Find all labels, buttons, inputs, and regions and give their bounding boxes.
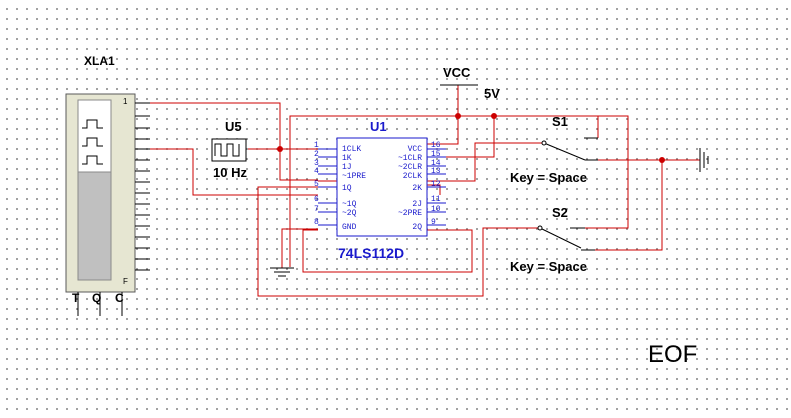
wire-s2-common (257, 186, 540, 297)
junctions (277, 113, 665, 163)
ground-symbol-right (699, 148, 709, 172)
chip-right-pins (427, 148, 446, 226)
wire-clr (427, 116, 495, 158)
wires (135, 85, 700, 297)
chip-pin-num: 2 (314, 150, 319, 159)
chip-pin-num: 8 (314, 218, 319, 227)
vcc-source[interactable]: VCC 5V (440, 65, 500, 101)
waveform-icon (82, 119, 103, 129)
chip-pin-num: 5 (314, 180, 319, 189)
analyzer-pins (77, 102, 150, 316)
chip-pin-name: ~2CLR (398, 163, 422, 172)
analyzer-ref: XLA1 (84, 54, 115, 68)
switch-s2[interactable]: S2 Key = Space (510, 205, 595, 274)
chip-pin-name: ~1PRE (342, 172, 366, 181)
chip-pin-num: 15 (431, 150, 441, 159)
switch-s2-blade (539, 227, 582, 249)
switch-s1-blade (543, 142, 586, 161)
chip-pin-name: 2Q (412, 223, 422, 232)
junction-dot (277, 146, 283, 152)
chip-pin-name: 2CLK (403, 172, 422, 181)
eof-label: EOF (648, 341, 697, 368)
chip-pin-num: 7 (314, 205, 319, 214)
analyzer-label-q: Q (92, 291, 101, 305)
chip-pin-name: ~2PRE (398, 209, 422, 218)
chip-pin-name: ~1Q (342, 200, 357, 209)
chip-pin-num: 16 (431, 141, 441, 150)
clock-source[interactable]: U5 10 Hz (211, 119, 247, 180)
clock-body (211, 138, 247, 162)
clock-ref: U5 (225, 119, 242, 134)
chip-pin-name: ~2Q (342, 209, 357, 218)
logic-analyzer[interactable]: XLA1 1 F T (65, 54, 150, 316)
chip-pin-num: 3 (314, 159, 319, 168)
analyzer-pin-top-label: 1 (123, 97, 128, 106)
chip-pin-name: 1Q (342, 184, 352, 193)
wire-analyzer-ch3 (279, 149, 318, 181)
junction-dot (659, 157, 665, 163)
waveform-icon (82, 155, 103, 165)
chip-pin-name: 1K (342, 154, 352, 163)
switch-s1[interactable]: S1 Key = Space (510, 114, 598, 185)
chip-pin-name: ~1CLR (398, 154, 422, 163)
analyzer-waveform-panel (77, 99, 112, 173)
chip-pin-num: 10 (431, 205, 441, 214)
waveform-icon (82, 137, 103, 147)
analyzer-label-c: C (115, 291, 124, 305)
chip-body (336, 137, 428, 237)
chip-pin-num: 11 (431, 195, 441, 204)
ground-symbol-left (270, 267, 294, 277)
analyzer-pin-bottom-label: F (123, 277, 128, 286)
chip-pin-num: 13 (431, 167, 441, 176)
switch-s2-pivot (537, 225, 543, 231)
chip-pin-num: 12 (431, 180, 441, 189)
wire-analyzer-ch2 (135, 148, 318, 196)
switch-s1-pivot (541, 140, 547, 146)
wire-gnd-pin (281, 228, 318, 268)
chip-pin-name: 2J (412, 200, 422, 209)
chip-pin-num: 14 (431, 159, 441, 168)
chip-pin-name: 1J (342, 163, 352, 172)
junction-dot (455, 113, 461, 119)
wire-gnd-s2 (585, 160, 663, 251)
wire-pin9 (302, 229, 473, 273)
wire-top-loop (289, 115, 629, 267)
chip-pin-num: 6 (314, 195, 319, 204)
vcc-voltage: 5V (484, 86, 500, 101)
chip-pin-num: 4 (314, 167, 319, 176)
chip-pin-num: 1 (314, 141, 319, 150)
junction-dot (491, 113, 497, 119)
chip-ref: U1 (370, 119, 387, 134)
chip-pin-name: GND (342, 223, 357, 232)
chip-pin-name: 1CLK (342, 145, 361, 154)
switch-s2-key: Key = Space (510, 259, 587, 274)
chip-pin-name: VCC (408, 145, 423, 154)
wire-vcc-pin16 (427, 116, 459, 145)
analyzer-label-t: T (72, 291, 80, 305)
switch-s2-ref: S2 (552, 205, 568, 220)
switch-s1-ref: S1 (552, 114, 568, 129)
square-wave-icon (214, 143, 240, 157)
chip-pin-name: 2K (412, 184, 422, 193)
vcc-label: VCC (443, 65, 471, 80)
ic-u1[interactable]: U1 1 2 3 4 5 6 7 8 (314, 119, 446, 261)
chip-pin-num: 9 (431, 218, 436, 227)
wire-pin13 (427, 184, 441, 195)
clock-frequency: 10 Hz (213, 165, 247, 180)
chip-left-pins (318, 148, 337, 226)
switch-s1-key: Key = Space (510, 170, 587, 185)
chip-part-number: 74LS112D (338, 245, 404, 261)
